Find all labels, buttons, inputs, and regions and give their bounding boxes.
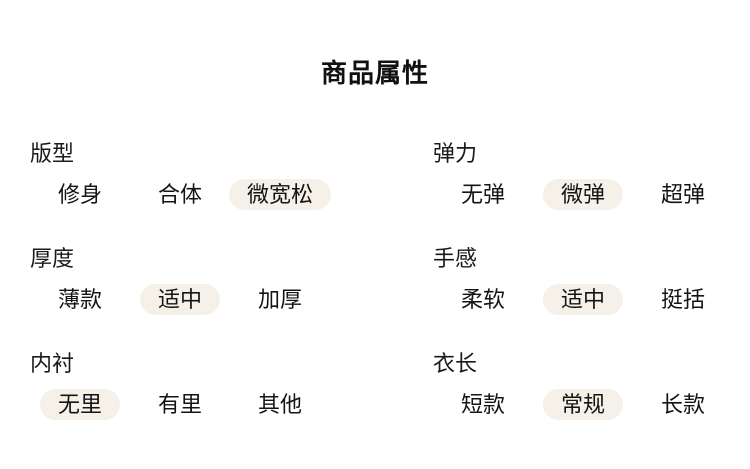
option-no-stretch[interactable]: 无弹: [460, 182, 505, 207]
option-unlined[interactable]: 无里: [39, 389, 120, 420]
attribute-group-fit-options: 修身 合体 微宽松: [30, 179, 433, 210]
option-regular-length[interactable]: 常规: [542, 389, 623, 420]
option-medium-feel[interactable]: 适中: [542, 284, 623, 315]
option-slot: 适中: [130, 284, 230, 315]
attribute-group-fit-label: 版型: [30, 141, 75, 166]
attribute-group-lining-options: 无里 有里 其他: [30, 389, 433, 420]
option-slot: 适中: [533, 284, 633, 315]
attribute-group-feel-options: 柔软 适中 挺括: [433, 284, 750, 315]
attribute-group-lining-label: 内衬: [30, 351, 75, 376]
option-slot: 加厚: [230, 284, 330, 315]
attribute-group-elasticity: 弹力 无弹 微弹 超弹: [433, 142, 750, 210]
attribute-group-length-label: 衣长: [433, 351, 478, 376]
option-slot: 挺括: [633, 284, 733, 315]
option-slot: 有里: [130, 389, 230, 420]
option-slot: 短款: [433, 389, 533, 420]
attribute-group-lining: 内衬 无里 有里 其他: [30, 352, 433, 420]
option-slot: 常规: [533, 389, 633, 420]
option-slot: 合体: [130, 179, 230, 210]
option-long-length[interactable]: 长款: [660, 392, 705, 417]
option-slot: 微弹: [533, 179, 633, 210]
attribute-group-feel: 手感 柔软 适中 挺括: [433, 247, 750, 315]
attribute-group-length: 衣长 短款 常规 长款: [433, 352, 750, 420]
attribute-group-fit: 版型 修身 合体 微宽松: [30, 142, 433, 210]
attributes-grid: 版型 修身 合体 微宽松 弹力 无弹 微弹: [0, 142, 750, 457]
option-slot: 柔软: [433, 284, 533, 315]
attribute-group-length-options: 短款 常规 长款: [433, 389, 750, 420]
attribute-group-feel-label: 手感: [433, 246, 478, 271]
option-other-lining[interactable]: 其他: [257, 392, 302, 417]
option-slot: 其他: [230, 389, 330, 420]
option-thick[interactable]: 加厚: [257, 287, 302, 312]
option-slot: 超弹: [633, 179, 733, 210]
option-slot: 微宽松: [229, 179, 332, 210]
option-slightly-loose-fit[interactable]: 微宽松: [229, 179, 332, 210]
option-high-stretch[interactable]: 超弹: [660, 182, 705, 207]
attribute-group-thickness-options: 薄款 适中 加厚: [30, 284, 433, 315]
option-slight-stretch[interactable]: 微弹: [542, 179, 623, 210]
attribute-group-elasticity-options: 无弹 微弹 超弹: [433, 179, 750, 210]
option-crisp-feel[interactable]: 挺括: [660, 287, 705, 312]
option-slot: 无里: [30, 389, 130, 420]
option-soft-feel[interactable]: 柔软: [460, 287, 505, 312]
option-slot: 长款: [633, 389, 733, 420]
option-slot: 薄款: [30, 284, 130, 315]
option-regular-fit[interactable]: 合体: [157, 182, 202, 207]
option-medium-thickness[interactable]: 适中: [139, 284, 220, 315]
option-thin[interactable]: 薄款: [57, 287, 102, 312]
attribute-group-thickness-label: 厚度: [30, 246, 75, 271]
page-title: 商品属性: [320, 58, 429, 88]
option-lined[interactable]: 有里: [157, 392, 202, 417]
option-slot: 无弹: [433, 179, 533, 210]
option-short-length[interactable]: 短款: [460, 392, 505, 417]
option-slim-fit[interactable]: 修身: [57, 182, 102, 207]
option-slot: 修身: [30, 179, 130, 210]
attribute-group-thickness: 厚度 薄款 适中 加厚: [30, 247, 433, 315]
attribute-group-elasticity-label: 弹力: [433, 141, 478, 166]
